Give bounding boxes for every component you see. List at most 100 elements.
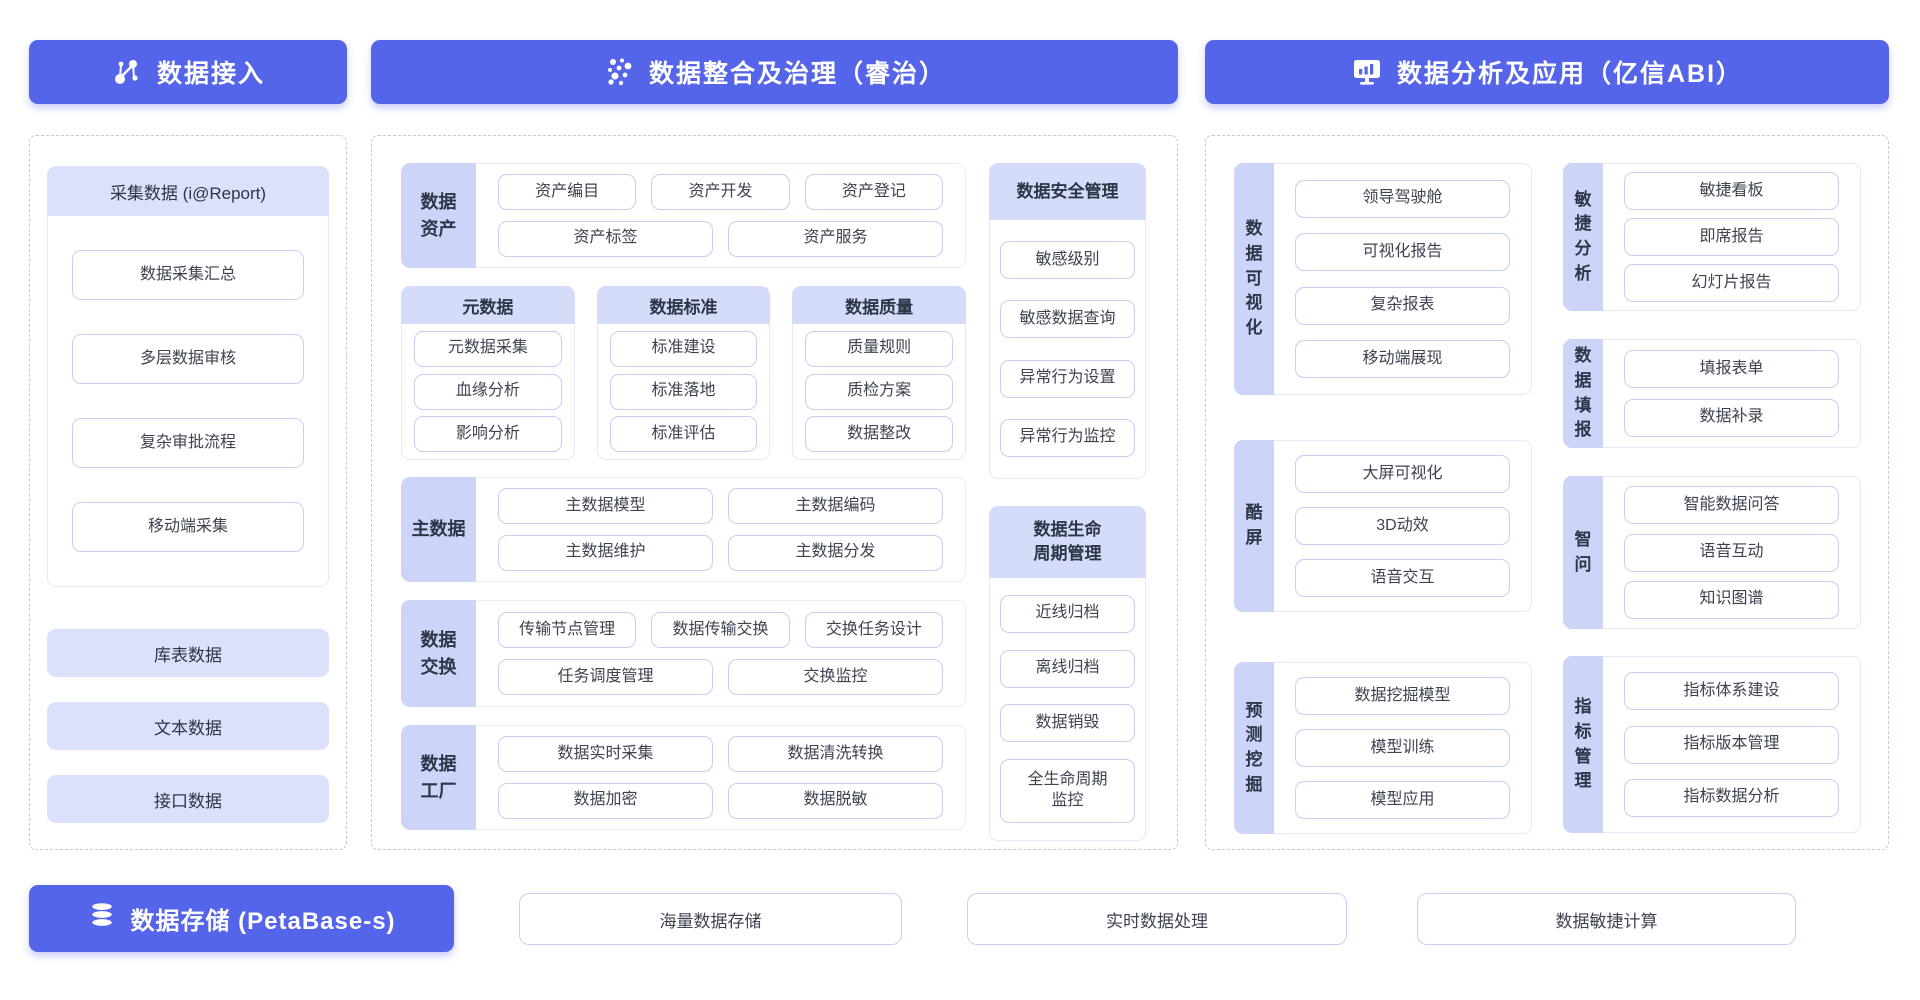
card-data-lifecycle: 数据生命 周期管理 近线归档 离线归档 数据销毁 全生命周期 监控 bbox=[989, 506, 1146, 841]
feature-box: 数据脱敏 bbox=[728, 782, 943, 819]
section-data-factory: 数据 工厂 数据实时采集 数据清洗转换 数据加密 数据脱敏 bbox=[401, 725, 966, 830]
feature-box: 复杂报表 bbox=[1295, 286, 1510, 325]
feature-box: 质检方案 bbox=[805, 373, 954, 410]
section-label: 敏捷分析 bbox=[1563, 163, 1603, 311]
governance-subcards-row: 元数据 元数据采集 血缘分析 影响分析 数据标准 标准建设 标准落地 标准评估 bbox=[401, 286, 967, 460]
card-data-quality: 数据质量 质量规则 质检方案 数据整改 bbox=[792, 286, 967, 460]
feature-box: 语音交互 bbox=[1295, 559, 1510, 597]
feature-box: 知识图谱 bbox=[1624, 580, 1839, 619]
section-master-data: 主数据 主数据模型 主数据编码 主数据维护 主数据分发 bbox=[401, 477, 966, 582]
feature-box: 资产服务 bbox=[728, 220, 943, 257]
feature-box: 可视化报告 bbox=[1295, 233, 1510, 272]
analysis-left-column: 数据可视化 领导驾驶舱 可视化报告 复杂报表 移动端展现 酷屏 大屏可视化 3D… bbox=[1234, 163, 1532, 849]
feature-box: 异常行为设置 bbox=[1000, 359, 1135, 398]
feature-box: 资产登记 bbox=[804, 174, 943, 211]
section-smart-qa: 智问 智能数据问答 语音互动 知识图谱 bbox=[1563, 476, 1861, 629]
feature-box: 数据实时采集 bbox=[498, 736, 713, 773]
feature-box: 语音互动 bbox=[1624, 533, 1839, 572]
feature-box: 离线归档 bbox=[1000, 649, 1135, 688]
monitor-chart-icon bbox=[1351, 56, 1383, 88]
panel-data-governance: 数据 资产 资产编目 资产开发 资产登记 资产标签 资产服务 元数据 bbox=[371, 135, 1178, 850]
data-source-box: 文本数据 bbox=[47, 702, 329, 750]
header-data-analysis: 数据分析及应用（亿信ABI） bbox=[1205, 40, 1889, 104]
feature-box: 资产开发 bbox=[651, 174, 790, 211]
feature-box: 异常行为监控 bbox=[1000, 418, 1135, 457]
section-content: 资产编目 资产开发 资产登记 资产标签 资产服务 bbox=[476, 163, 966, 268]
storage-feature-box: 数据敏捷计算 bbox=[1417, 893, 1796, 945]
storage-feature-box: 海量数据存储 bbox=[519, 893, 902, 945]
governance-left-column: 数据 资产 资产编目 资产开发 资产登记 资产标签 资产服务 元数据 bbox=[401, 163, 967, 849]
card-data-standard: 数据标准 标准建设 标准落地 标准评估 bbox=[596, 286, 771, 460]
data-source-box: 库表数据 bbox=[47, 629, 329, 677]
feature-box: 3D动效 bbox=[1295, 507, 1510, 545]
feature-box: 填报表单 bbox=[1624, 350, 1839, 389]
section-data-asset: 数据 资产 资产编目 资产开发 资产登记 资产标签 资产服务 bbox=[401, 163, 966, 268]
feature-box: 交换任务设计 bbox=[804, 612, 943, 648]
feature-box: 数据整改 bbox=[805, 416, 954, 453]
feature-box: 数据清洗转换 bbox=[728, 736, 943, 773]
ireport-card: 采集数据 (i@Report) 数据采集汇总 多层数据审核 复杂审批流程 移动端… bbox=[47, 166, 329, 587]
panel-data-analysis: 数据可视化 领导驾驶舱 可视化报告 复杂报表 移动端展现 酷屏 大屏可视化 3D… bbox=[1205, 135, 1889, 850]
analysis-right-column: 敏捷分析 敏捷看板 即席报告 幻灯片报告 数据填报 填报表单 数据补录 智问 智… bbox=[1563, 163, 1861, 849]
card-title: 元数据 bbox=[401, 286, 575, 324]
feature-box: 标准落地 bbox=[609, 373, 758, 410]
section-label: 数据 资产 bbox=[401, 163, 476, 268]
feature-box: 多层数据审核 bbox=[72, 334, 304, 384]
feature-box: 元数据采集 bbox=[414, 330, 562, 367]
header-label: 数据接入 bbox=[156, 60, 265, 88]
governance-right-column: 数据安全管理 敏感级别 敏感数据查询 异常行为设置 异常行为监控 数据生命 周期… bbox=[989, 163, 1146, 849]
ireport-card-body: 数据采集汇总 多层数据审核 复杂审批流程 移动端采集 bbox=[47, 216, 329, 587]
section-predictive-mining: 预测挖掘 数据挖掘模型 模型训练 模型应用 bbox=[1234, 662, 1532, 834]
section-label: 主数据 bbox=[401, 477, 476, 582]
section-agile-analysis: 敏捷分析 敏捷看板 即席报告 幻灯片报告 bbox=[1563, 163, 1861, 311]
section-data-filling: 数据填报 填报表单 数据补录 bbox=[1563, 339, 1861, 448]
section-label: 指标管理 bbox=[1563, 656, 1603, 833]
ireport-card-title: 采集数据 (i@Report) bbox=[47, 166, 329, 216]
feature-box: 主数据编码 bbox=[728, 488, 943, 525]
feature-box: 数据采集汇总 bbox=[72, 250, 304, 300]
feature-box: 数据挖掘模型 bbox=[1295, 677, 1510, 715]
header-label: 数据整合及治理（睿治） bbox=[648, 60, 946, 88]
section-label: 数据 交换 bbox=[401, 600, 476, 707]
feature-box: 大屏可视化 bbox=[1295, 455, 1510, 493]
header-data-access: 数据接入 bbox=[29, 40, 347, 104]
section-label: 智问 bbox=[1563, 476, 1603, 629]
card-metadata: 元数据 元数据采集 血缘分析 影响分析 bbox=[401, 286, 575, 460]
section-label: 数据可视化 bbox=[1234, 163, 1274, 395]
storage-feature-box: 实时数据处理 bbox=[967, 893, 1347, 945]
feature-box: 数据补录 bbox=[1624, 398, 1839, 437]
database-icon bbox=[87, 900, 117, 937]
feature-box: 交换监控 bbox=[728, 659, 943, 695]
feature-box: 即席报告 bbox=[1624, 218, 1839, 256]
card-data-security: 数据安全管理 敏感级别 敏感数据查询 异常行为设置 异常行为监控 bbox=[989, 163, 1146, 479]
feature-box: 标准评估 bbox=[609, 416, 758, 453]
feature-box: 复杂审批流程 bbox=[72, 418, 304, 468]
feature-box: 智能数据问答 bbox=[1624, 486, 1839, 525]
feature-box: 数据销毁 bbox=[1000, 704, 1135, 743]
header-data-governance: 数据整合及治理（睿治） bbox=[371, 40, 1178, 104]
feature-box: 移动端展现 bbox=[1295, 340, 1510, 379]
section-data-exchange: 数据 交换 传输节点管理 数据传输交换 交换任务设计 任务调度管理 交换监控 bbox=[401, 600, 966, 707]
section-label: 预测挖掘 bbox=[1234, 662, 1274, 834]
feature-box: 资产编目 bbox=[498, 174, 637, 211]
feature-box: 领导驾驶舱 bbox=[1295, 179, 1510, 218]
feature-box: 指标版本管理 bbox=[1624, 725, 1839, 764]
feature-box: 模型训练 bbox=[1295, 729, 1510, 767]
section-indicator-management: 指标管理 指标体系建设 指标版本管理 指标数据分析 bbox=[1563, 656, 1861, 833]
feature-box: 血缘分析 bbox=[414, 373, 562, 410]
header-label: 数据分析及应用（亿信ABI） bbox=[1396, 60, 1744, 88]
feature-box: 主数据分发 bbox=[728, 534, 943, 571]
card-title: 数据生命 周期管理 bbox=[989, 506, 1146, 578]
feature-box: 模型应用 bbox=[1295, 781, 1510, 819]
feature-box: 质量规则 bbox=[805, 330, 954, 367]
feature-box: 主数据模型 bbox=[498, 488, 713, 525]
header-label: 数据存储 (PetaBase-s) bbox=[130, 908, 396, 935]
panel-data-access: 采集数据 (i@Report) 数据采集汇总 多层数据审核 复杂审批流程 移动端… bbox=[29, 135, 347, 850]
feature-box: 影响分析 bbox=[414, 416, 562, 453]
feature-box: 数据传输交换 bbox=[651, 612, 790, 648]
feature-box: 敏感级别 bbox=[1000, 241, 1135, 280]
feature-box: 任务调度管理 bbox=[498, 659, 713, 695]
feature-box: 资产标签 bbox=[498, 220, 713, 257]
feature-box: 标准建设 bbox=[609, 330, 758, 367]
